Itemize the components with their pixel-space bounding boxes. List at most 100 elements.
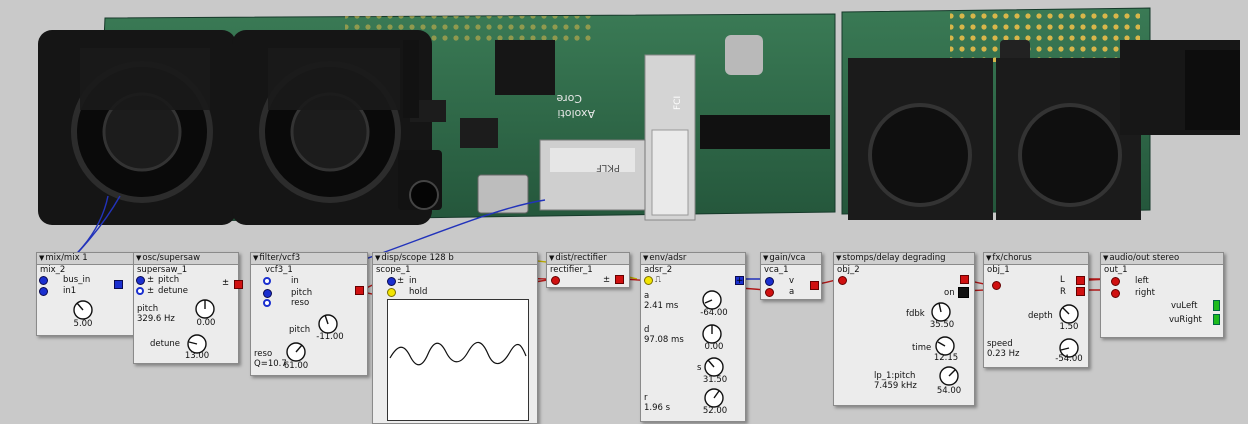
knob-release[interactable] [703,387,725,409]
knob-detune[interactable] [186,333,208,355]
vu-meter-right [1213,314,1220,325]
outlet-rectifier[interactable] [615,275,624,284]
inlet-reso[interactable] [263,299,271,307]
inlet-a[interactable] [765,288,774,297]
inlet-label: in1 [63,286,77,296]
outlet-env[interactable] [735,276,744,285]
inlet-in[interactable] [838,276,847,285]
outlet-mix[interactable] [114,280,123,289]
instance-name: obj_2 [837,265,860,275]
outlet-l[interactable] [1076,276,1085,285]
knob-time[interactable] [934,335,956,357]
knob-value: 52.00 [702,406,728,416]
outlet-supersaw[interactable] [234,280,243,289]
title-text: fx/chorus [992,253,1032,263]
instance-name: vcf3_1 [265,265,293,275]
inlet-label: left [1135,276,1149,286]
knob-lp-pitch[interactable] [938,365,960,387]
module-title[interactable]: ▼dist/rectifier [547,253,629,265]
module-title[interactable]: ▼gain/vca [761,253,821,265]
vca-module[interactable]: ▼gain/vca vca_1 v a [760,252,822,300]
inlet-label: hold [409,287,428,297]
knob-speed[interactable] [1058,337,1080,359]
scope-module[interactable]: ▼disp/scope 128 b scope_1 ± in hold [372,252,538,424]
module-title[interactable]: ▼audio/out stereo [1101,253,1223,265]
inlet-in[interactable] [263,277,271,285]
inlet-gate[interactable] [644,276,653,285]
knob-pitch[interactable] [194,298,216,320]
param-label: pitch [137,304,159,314]
on-toggle[interactable] [958,287,969,298]
param-value: 329.6 Hz [137,314,175,324]
rectifier-module[interactable]: ▼dist/rectifier rectifier_1 ± [546,252,630,288]
vu-meter-left [1213,300,1220,311]
inlet-left[interactable] [1111,277,1120,286]
inlet-v[interactable] [765,277,774,286]
title-text: stomps/delay degrading [842,253,946,263]
title-text: mix/mix 1 [45,253,88,263]
title-text: env/adsr [649,253,687,263]
pm-label: ± [147,286,155,296]
audio-jack-right [232,30,432,225]
module-title[interactable]: ▼fx/chorus [984,253,1088,265]
inlet-in1[interactable] [39,287,48,296]
param-label: detune [150,339,180,349]
module-title[interactable]: ▼disp/scope 128 b [373,253,537,265]
module-title[interactable]: ▼env/adsr [641,253,745,265]
param-label: r [644,393,648,403]
knob-sustain[interactable] [703,356,725,378]
knob-value: 31.50 [702,375,728,385]
inlet-detune[interactable] [136,287,144,295]
filter-module[interactable]: ▼filter/vcf3 vcf3_1 in pitch reso pitch … [250,252,368,376]
scope-display [387,299,529,421]
inlet-in[interactable] [551,276,560,285]
knob-reso[interactable] [285,341,307,363]
inlet-label: in [409,276,417,286]
outlet-filter[interactable] [355,286,364,295]
module-title[interactable]: ▼filter/vcf3 [251,253,367,265]
inlet-pitch[interactable] [263,289,272,298]
outlet-vca[interactable] [810,281,819,290]
adsr-module[interactable]: ▼env/adsr adsr_2 ⎍ a 2.41 ms -64.00 d 97… [640,252,746,422]
knob-value: 12.15 [933,353,959,363]
chorus-module[interactable]: ▼fx/chorus obj_1 L R depth 1.50 speed 0.… [983,252,1089,368]
knob-attack[interactable] [701,289,723,311]
inlet-pitch[interactable] [136,276,145,285]
knob-label: pitch [289,325,311,335]
mix-module[interactable]: ▼mix/mix 1 mix_2 bus_in in1 5.00 [36,252,134,336]
inlet-bus-in[interactable] [39,276,48,285]
knob-value: 5.00 [73,319,93,329]
supersaw-module[interactable]: ▼osc/supersaw supersaw_1 ± pitch ± detun… [133,252,239,364]
scope-waveform [389,341,527,366]
vu-label: vuRight [1169,315,1202,325]
inlet-label: reso [291,298,310,308]
vu-label: vuLeft [1171,301,1198,311]
param-value: 2.41 ms [644,301,679,311]
knob-decay[interactable] [701,323,723,345]
knob-label: time [912,343,932,353]
knob-depth[interactable] [1058,303,1080,325]
instance-name: scope_1 [376,265,411,275]
inlet-in[interactable] [387,277,396,286]
instance-name: out_1 [1104,265,1128,275]
param-value: Q=10.7 [254,359,287,369]
module-title[interactable]: ▼stomps/delay degrading [834,253,974,265]
module-title[interactable]: ▼mix/mix 1 [37,253,133,265]
title-text: disp/scope 128 b [381,253,454,263]
audio-out-module[interactable]: ▼audio/out stereo out_1 left right vuLef… [1100,252,1224,338]
knob-value: 35.50 [929,320,955,330]
outlet-label: R [1060,287,1066,297]
inlet-chorus[interactable] [992,281,1001,290]
knob-pitch[interactable] [317,313,339,335]
inlet-right[interactable] [1111,289,1120,298]
knob-feedback[interactable] [930,301,952,323]
instance-name: rectifier_1 [550,265,593,275]
outlet-r[interactable] [1076,287,1085,296]
knob-value: 13.00 [184,351,210,361]
outlet-delay-l[interactable] [960,275,969,284]
pm-label: ± [222,278,230,288]
module-title[interactable]: ▼osc/supersaw [134,253,238,265]
knob-gain[interactable] [72,299,94,321]
delay-module[interactable]: ▼stomps/delay degrading obj_2 on fdbk 35… [833,252,975,406]
inlet-hold[interactable] [387,288,396,297]
